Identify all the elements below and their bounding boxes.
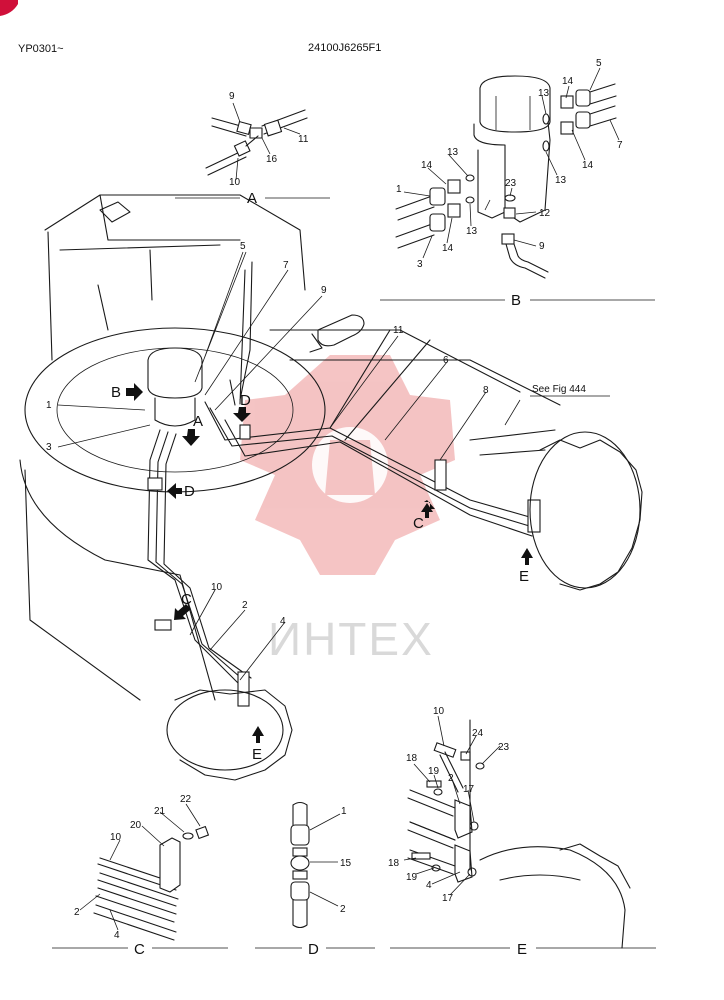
- view-b-callout-7: 7: [617, 140, 623, 151]
- view-b-callout-9: 9: [539, 241, 545, 252]
- main-callout-10: 10: [211, 582, 223, 593]
- view-b-callout-13-upper: 13: [538, 88, 550, 99]
- arrow-b: B: [111, 383, 143, 401]
- svg-text:C: C: [181, 591, 192, 608]
- svg-text:D: D: [240, 392, 251, 409]
- view-e-callout-4: 4: [426, 880, 432, 891]
- arrow-e-right: E: [519, 548, 533, 585]
- svg-text:E: E: [519, 568, 529, 585]
- svg-text:D: D: [184, 483, 195, 500]
- view-a: 9 11 16 10 A: [175, 91, 330, 207]
- main-callout-8: 8: [483, 385, 489, 396]
- view-e-callout-2: 2: [448, 773, 454, 784]
- corner-badge: [0, 0, 18, 16]
- view-b-callout-14-left: 14: [421, 160, 433, 171]
- arrow-d-upper: D: [233, 392, 251, 422]
- view-e-callout-19-upper: 19: [428, 766, 440, 777]
- view-b-callout-13-lower: 13: [466, 226, 478, 237]
- watermark-text: ИНТЕХ: [268, 613, 434, 665]
- view-b-callout-3: 3: [417, 259, 423, 270]
- header-part-number: 24100J6265F1: [308, 42, 381, 54]
- view-e-callout-10: 10: [433, 706, 445, 717]
- view-a-callout-9: 9: [229, 91, 235, 102]
- view-a-callout-10: 10: [229, 177, 241, 188]
- view-b: 5 14 13 7 14 13 1 14 23 12 14 13 3 9 13 …: [380, 58, 655, 309]
- view-b-callout-23: 23: [505, 178, 517, 189]
- main-callout-5: 5: [240, 241, 246, 252]
- view-b-callout-13-right: 13: [555, 175, 567, 186]
- main-callout-1: 1: [46, 400, 52, 411]
- view-b-callout-5: 5: [596, 58, 602, 69]
- arrow-d-lower: D: [167, 483, 195, 500]
- main-assembly: See Fig 444 5 7 9 11 6 8 1 3 10 2 4 B A …: [19, 194, 643, 781]
- view-e-callout-18-upper: 18: [406, 753, 418, 764]
- view-e-callout-17-upper: 17: [463, 784, 475, 795]
- view-b-callout-14-upper: 14: [562, 76, 574, 87]
- main-callout-7: 7: [283, 260, 289, 271]
- main-callout-11: 11: [393, 325, 404, 336]
- view-c-label: C: [134, 941, 145, 958]
- see-fig-reference: See Fig 444: [532, 384, 586, 395]
- arrow-c-left: C: [174, 591, 192, 620]
- main-callout-9: 9: [321, 285, 327, 296]
- view-c-callout-22: 22: [180, 794, 192, 805]
- view-b-callout-14-lower: 14: [442, 243, 454, 254]
- svg-text:B: B: [111, 384, 121, 401]
- view-b-callout-13-left: 13: [447, 147, 459, 158]
- main-callout-3: 3: [46, 442, 52, 453]
- view-d-callout-1: 1: [341, 806, 347, 817]
- svg-text:C: C: [413, 515, 424, 532]
- view-e-callout-19-lower: 19: [406, 872, 418, 883]
- arrow-a: A: [182, 413, 203, 446]
- view-e-callout-18-lower: 18: [388, 858, 400, 869]
- view-e: 10 24 23 18 19 2 17 18 19 4 17 E: [388, 706, 656, 958]
- view-b-callout-14-right: 14: [582, 160, 594, 171]
- view-c-callout-4: 4: [114, 930, 120, 941]
- view-b-label: B: [511, 292, 521, 309]
- view-a-label: A: [247, 190, 257, 207]
- arrow-e-left: E: [252, 726, 264, 763]
- view-c-callout-2: 2: [74, 907, 80, 918]
- view-a-callout-11: 11: [298, 134, 309, 145]
- view-c-callout-21: 21: [154, 806, 166, 817]
- svg-text:A: A: [193, 413, 203, 430]
- svg-text:E: E: [252, 746, 262, 763]
- view-e-callout-24: 24: [472, 728, 484, 739]
- main-callout-2: 2: [242, 600, 248, 611]
- view-d-callout-15: 15: [340, 858, 352, 869]
- view-c: 22 21 20 10 2 4 C: [52, 794, 228, 958]
- view-e-callout-17-lower: 17: [442, 893, 454, 904]
- view-e-label: E: [517, 941, 527, 958]
- view-d-label: D: [308, 941, 319, 958]
- view-c-callout-20: 20: [130, 820, 142, 831]
- main-callout-6: 6: [443, 355, 449, 366]
- header-left-code: YP0301~: [18, 43, 64, 55]
- view-c-callout-10: 10: [110, 832, 122, 843]
- watermark-logo: [240, 355, 455, 575]
- view-b-callout-12: 12: [539, 208, 551, 219]
- view-d-callout-2: 2: [340, 904, 346, 915]
- view-e-callout-23: 23: [498, 742, 510, 753]
- main-callout-4: 4: [280, 616, 286, 627]
- view-b-callout-1: 1: [396, 184, 402, 195]
- view-a-callout-16: 16: [266, 154, 278, 165]
- arrow-c-right: C: [413, 500, 435, 532]
- view-d: 1 15 2 D: [255, 801, 375, 958]
